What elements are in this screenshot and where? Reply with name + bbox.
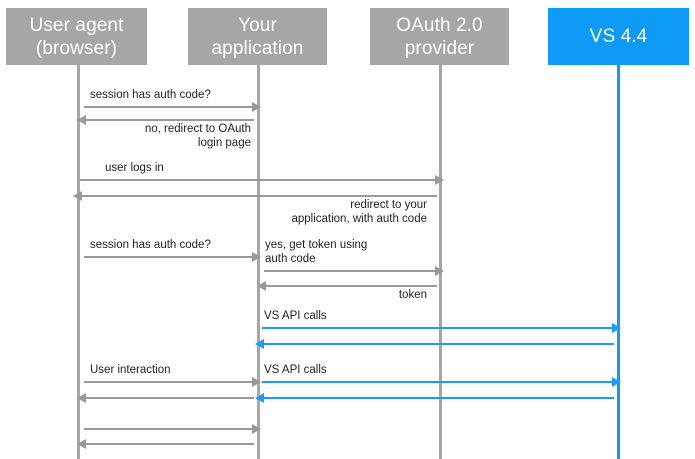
message-line-m3 <box>80 179 437 181</box>
arrowhead-right-icon <box>252 102 261 112</box>
message-line-m1 <box>84 106 254 108</box>
actor-label-user-agent: User agent (browser) <box>29 14 124 59</box>
message-label-m10: User interaction <box>90 364 171 376</box>
arrowhead-right-icon <box>612 377 621 387</box>
message-line-m5 <box>84 256 254 258</box>
message-label-m7: token <box>398 289 427 301</box>
arrowhead-left-icon <box>73 191 82 201</box>
arrowhead-right-icon <box>252 252 261 262</box>
arrowhead-right-icon <box>435 266 444 276</box>
actor-box-user-agent: User agent (browser) <box>6 8 147 65</box>
message-line-m10 <box>84 381 254 383</box>
message-line-m9 <box>262 343 614 345</box>
actor-box-oauth-provider: OAuth 2.0 provider <box>370 8 509 65</box>
message-line-m15 <box>84 443 254 445</box>
message-label-m8: VS API calls <box>264 310 327 322</box>
arrowhead-left-icon <box>255 339 264 349</box>
actor-label-oauth-provider: OAuth 2.0 provider <box>396 14 483 59</box>
message-line-m6 <box>264 270 437 272</box>
lifeline-vs-service <box>617 65 620 459</box>
arrowhead-right-icon <box>435 175 444 185</box>
message-label-m1: session has auth code? <box>90 89 211 101</box>
actor-label-your-app: Your application <box>211 14 304 59</box>
message-label-m11: VS API calls <box>264 364 327 376</box>
lifeline-user-agent <box>77 65 80 459</box>
message-label-m2: no, redirect to OAuth login page <box>144 123 251 149</box>
arrowhead-right-icon <box>252 424 261 434</box>
arrowhead-left-icon <box>77 393 86 403</box>
arrowhead-left-icon <box>77 115 86 125</box>
arrowhead-right-icon <box>612 323 621 333</box>
message-line-m12 <box>84 397 254 399</box>
arrowhead-left-icon <box>77 439 86 449</box>
message-line-m8 <box>262 327 614 329</box>
arrowhead-left-icon <box>255 393 264 403</box>
message-line-m2 <box>84 119 254 121</box>
message-line-m13 <box>262 397 614 399</box>
message-line-m14 <box>84 428 254 430</box>
actor-box-vs-service: VS 4.4 <box>548 8 689 65</box>
message-line-m4 <box>80 195 437 197</box>
lifeline-your-app <box>257 65 260 459</box>
message-label-m4: redirect to your application, with auth … <box>291 199 427 225</box>
arrowhead-right-icon <box>252 377 261 387</box>
message-label-m6: yes, get token using auth code <box>265 239 368 265</box>
actor-label-vs-service: VS 4.4 <box>589 26 648 47</box>
message-line-m11 <box>262 381 614 383</box>
message-label-m3: user logs in <box>105 162 164 174</box>
lifeline-oauth-provider <box>439 65 442 459</box>
actor-box-your-app: Your application <box>188 8 327 65</box>
message-label-m5: session has auth code? <box>90 239 211 251</box>
arrowhead-left-icon <box>257 281 266 291</box>
message-line-m7 <box>264 285 437 287</box>
